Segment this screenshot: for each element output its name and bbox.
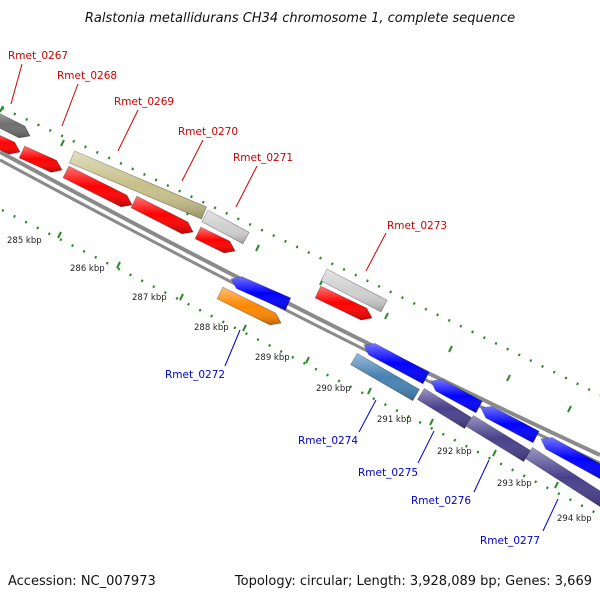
gene-label-rmet-0270[interactable]: Rmet_0270 bbox=[178, 126, 238, 138]
tick-label: 285 kbp bbox=[7, 236, 42, 246]
gene-rmet-0274-shading bbox=[350, 353, 420, 401]
gene-rmet-0269-shading bbox=[69, 151, 207, 219]
gene-label-rmet-0268[interactable]: Rmet_0268 bbox=[57, 70, 117, 82]
gene-rmet-0276-shading bbox=[466, 415, 531, 462]
gene-rmet-0276-b-shading bbox=[481, 406, 539, 443]
gene-rmet-0277-b-shading bbox=[541, 437, 600, 479]
gene-rmet-0274-b-shading bbox=[364, 343, 430, 384]
gene-rmet-0273-shading bbox=[321, 269, 387, 312]
gene-label-rmet-0273[interactable]: Rmet_0273 bbox=[387, 220, 447, 232]
gene-rmet-0272-b-shading bbox=[231, 276, 291, 310]
gene-rmet-0277-shading bbox=[525, 447, 600, 507]
gene-label-rmet-0277[interactable]: Rmet_0277 bbox=[480, 535, 540, 547]
gene-features bbox=[0, 113, 600, 508]
tick-label: 286 kbp bbox=[70, 264, 105, 274]
topology-stats-text: Topology: circular; Length: 3,928,089 bp… bbox=[234, 574, 592, 589]
gene-rmet-0272-shading bbox=[217, 287, 281, 325]
tick-label: 293 kbp bbox=[497, 479, 532, 489]
gene-rmet-0275-b-shading bbox=[431, 379, 483, 413]
label-leader-lines bbox=[10, 63, 387, 272]
gene-label-rmet-0274[interactable]: Rmet_0274 bbox=[298, 435, 358, 447]
tick-label: 292 kbp bbox=[437, 447, 472, 457]
gene-rmet-0273-b-shading bbox=[315, 286, 372, 320]
tick-label: 294 kbp bbox=[557, 514, 592, 524]
outer-dotted-guide bbox=[1, 106, 600, 397]
gene-rmet-0269-b-shading bbox=[63, 166, 132, 207]
tick-label: 288 kbp bbox=[194, 323, 229, 333]
gene-rmet-0267-shading bbox=[0, 113, 30, 138]
gene-rmet-0267-b-shading bbox=[0, 135, 20, 155]
gene-rmet-0271-b-shading bbox=[195, 227, 235, 253]
label-leader-lines-reverse bbox=[224, 329, 559, 532]
tick-label: 289 kbp bbox=[255, 353, 290, 363]
gene-rmet-0268-shading bbox=[19, 146, 62, 173]
gene-label-rmet-0275[interactable]: Rmet_0275 bbox=[358, 467, 418, 479]
gene-label-rmet-0267[interactable]: Rmet_0267 bbox=[8, 50, 68, 62]
gene-rmet-0271-shading bbox=[201, 210, 250, 244]
tick-label: 290 kbp bbox=[316, 384, 351, 394]
gene-label-rmet-0276[interactable]: Rmet_0276 bbox=[411, 495, 471, 507]
gene-label-rmet-0271[interactable]: Rmet_0271 bbox=[233, 152, 293, 164]
gene-labels: Rmet_0267 Rmet_0268 Rmet_0269 Rmet_0270 … bbox=[8, 50, 540, 547]
gene-label-rmet-0272[interactable]: Rmet_0272 bbox=[165, 369, 225, 381]
gene-label-rmet-0269[interactable]: Rmet_0269 bbox=[114, 96, 174, 108]
tick-label: 291 kbp bbox=[377, 415, 412, 425]
gene-rmet-0270-shading bbox=[131, 196, 193, 234]
tick-label: 287 kbp bbox=[132, 293, 167, 303]
major-ticks bbox=[0, 105, 572, 489]
accession-text: Accession: NC_007973 bbox=[8, 574, 156, 589]
kbp-tick-labels: 285 kbp 286 kbp 287 kbp 288 kbp 289 kbp … bbox=[7, 236, 592, 524]
gene-rmet-0275-shading bbox=[417, 388, 472, 429]
map-title: Ralstonia metallidurans CH34 chromosome … bbox=[85, 11, 515, 26]
inner-dotted-guide bbox=[1, 208, 600, 517]
